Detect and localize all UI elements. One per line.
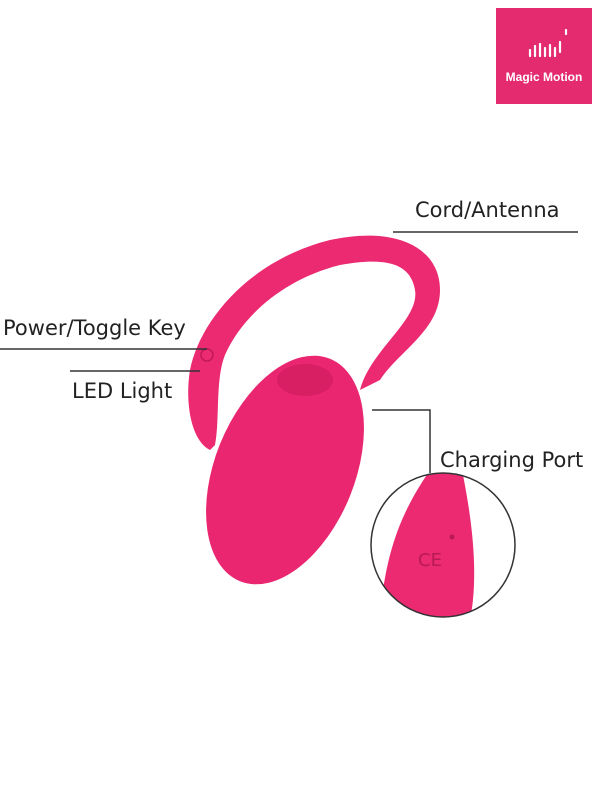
product-cord <box>188 235 440 450</box>
svg-text:CE: CE <box>418 550 442 571</box>
label-power-toggle-key: Power/Toggle Key <box>3 316 186 340</box>
brand-logo: Magic Motion <box>496 8 592 104</box>
button-ridge <box>277 364 333 396</box>
charging-port-inset: CE <box>371 473 515 617</box>
soundwave-logo-icon <box>528 28 568 58</box>
label-cord-antenna: Cord/Antenna <box>415 198 560 222</box>
product-body <box>206 355 364 585</box>
label-charging-port: Charging Port <box>440 448 584 472</box>
label-led-light: LED Light <box>72 379 173 403</box>
brand-name: Magic Motion <box>505 70 583 84</box>
